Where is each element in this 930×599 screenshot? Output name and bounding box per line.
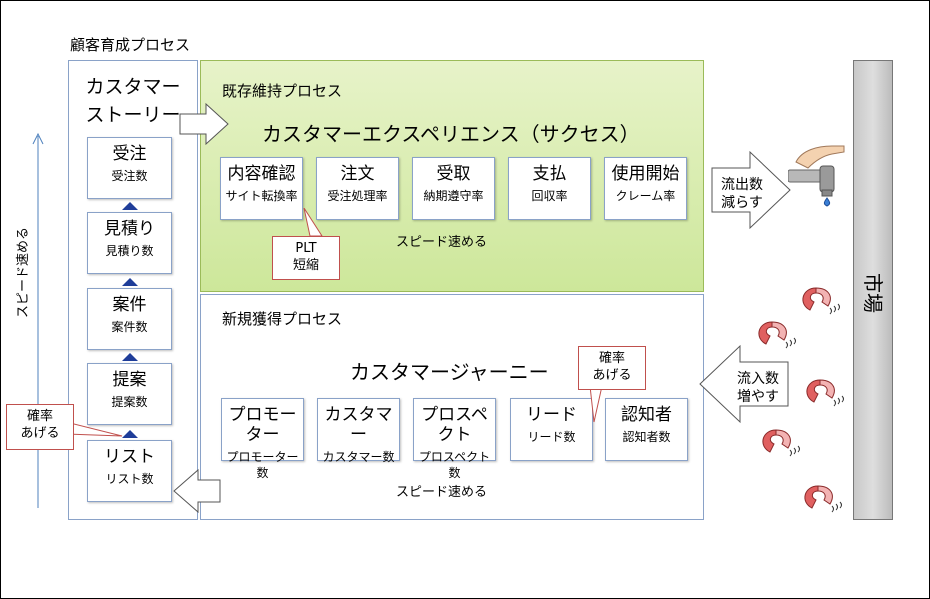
market-bar <box>853 60 893 520</box>
acquisition-callout: 確率 あげる <box>578 346 646 390</box>
step-prospect: プロスペクト プロスペクト数 <box>413 398 496 480</box>
magnet-icon-2 <box>758 321 796 349</box>
step-promoter-sub: プロモーター数 <box>226 450 299 480</box>
stage-deal-label: 案件 <box>112 295 147 315</box>
retention-title: 既存維持プロセス <box>222 82 343 100</box>
stage-deal-sub: 案件数 <box>111 320 148 334</box>
retention-speed-label: スピード速める <box>396 235 488 250</box>
acquisition-callout-line1: 確率 <box>598 351 625 366</box>
left-callout-pointer <box>66 421 123 437</box>
stage-estimate-sub: 見積り数 <box>105 244 154 258</box>
step-lead: リード リード数 <box>510 398 593 461</box>
step-aware-sub: 認知者数 <box>622 430 671 444</box>
step-order-label: 注文 <box>340 164 375 184</box>
customer-story-title-line1: カスタマー <box>85 76 181 98</box>
outflow-label-line2: 減らす <box>721 195 763 211</box>
step-aware-label: 認知者 <box>621 405 672 425</box>
magnet-icon-3 <box>806 379 844 407</box>
step-content-check-sub: サイト転換率 <box>225 189 298 203</box>
step-order-sub: 受注処理率 <box>327 189 388 203</box>
acquisition-callout-pointer <box>589 386 603 423</box>
stage-list: リスト リスト数 <box>87 440 172 502</box>
step-start-use-sub: クレーム率 <box>615 189 676 203</box>
step-promoter: プロモーター プロモーター数 <box>221 398 304 480</box>
stage-estimate: 見積り 見積り数 <box>87 212 172 274</box>
inflow-label-line2: 増やす <box>737 389 779 405</box>
stage-proposal-label: 提案 <box>112 370 147 390</box>
retention-heading: カスタマーエクスペリエンス（サクセス） <box>262 122 640 146</box>
story-to-retention-arrow <box>179 102 229 146</box>
stage-proposal: 提案 提案数 <box>87 363 172 425</box>
step-start-use-label: 使用開始 <box>611 164 680 184</box>
step-promoter-label: プロモーター <box>228 405 297 445</box>
step-customer-label: カスタマー <box>324 405 393 445</box>
magnet-icon-4 <box>762 429 800 457</box>
step-receive-sub: 納期遵守率 <box>423 189 484 203</box>
outflow-label: 流出数 減らす <box>720 176 764 212</box>
step-lead-label: リード <box>526 405 577 425</box>
stage-list-label: リスト <box>104 447 155 467</box>
outflow-arrow <box>711 150 791 230</box>
left-callout: 確率 あげる <box>6 404 74 450</box>
acquisition-callout-line2: あげる <box>592 368 632 383</box>
step-prospect-sub: プロスペクト数 <box>418 450 491 480</box>
stage-estimate-label: 見積り <box>104 219 155 239</box>
step-order: 注文 受注処理率 <box>316 157 399 220</box>
acquisition-title: 新規獲得プロセス <box>222 310 343 328</box>
stage-proposal-sub: 提案数 <box>111 395 148 409</box>
step-payment-sub: 回収率 <box>531 189 568 203</box>
step-customer: カスタマー カスタマー数 <box>317 398 400 464</box>
acquisition-speed-label: スピード速める <box>396 485 488 500</box>
step-payment-label: 支払 <box>532 164 567 184</box>
magnet-icon-1 <box>802 287 840 315</box>
customer-story-title-line2: ストーリー <box>85 104 181 126</box>
acquisition-to-list-arrow <box>173 468 221 514</box>
step-content-check: 内容確認 サイト転換率 <box>220 157 303 220</box>
stage-deal: 案件 案件数 <box>87 288 172 350</box>
plt-callout-line1: PLT <box>295 241 317 256</box>
step-payment: 支払 回収率 <box>508 157 591 220</box>
step-receive: 受取 納期遵守率 <box>412 157 495 220</box>
stage-list-sub: リスト数 <box>105 472 154 486</box>
step-start-use: 使用開始 クレーム率 <box>604 157 687 220</box>
plt-callout-line2: 短縮 <box>292 258 319 273</box>
outflow-label-line1: 流出数 <box>721 177 763 193</box>
outer-title: 顧客育成プロセス <box>70 36 191 54</box>
inflow-label-line1: 流入数 <box>737 371 779 387</box>
step-aware: 認知者 認知者数 <box>605 398 688 461</box>
step-content-check-label: 内容確認 <box>227 164 296 184</box>
step-receive-label: 受取 <box>436 164 471 184</box>
acquisition-heading: カスタマージャーニー <box>350 360 549 384</box>
faucet-icon <box>788 145 845 207</box>
stage-order: 受注 受注数 <box>87 137 172 199</box>
inflow-label: 流入数 増やす <box>736 370 780 406</box>
step-customer-sub: カスタマー数 <box>322 450 395 464</box>
stage-order-sub: 受注数 <box>111 169 148 183</box>
step-prospect-label: プロスペクト <box>421 405 488 445</box>
left-callout-line2: あげる <box>20 426 60 441</box>
inflow-arrow <box>699 344 789 424</box>
magnet-icon-5 <box>804 485 842 513</box>
left-callout-line1: 確率 <box>26 409 53 424</box>
step-lead-sub: リード数 <box>527 430 576 444</box>
plt-callout: PLT 短縮 <box>272 236 340 280</box>
stage-order-label: 受注 <box>112 144 147 164</box>
